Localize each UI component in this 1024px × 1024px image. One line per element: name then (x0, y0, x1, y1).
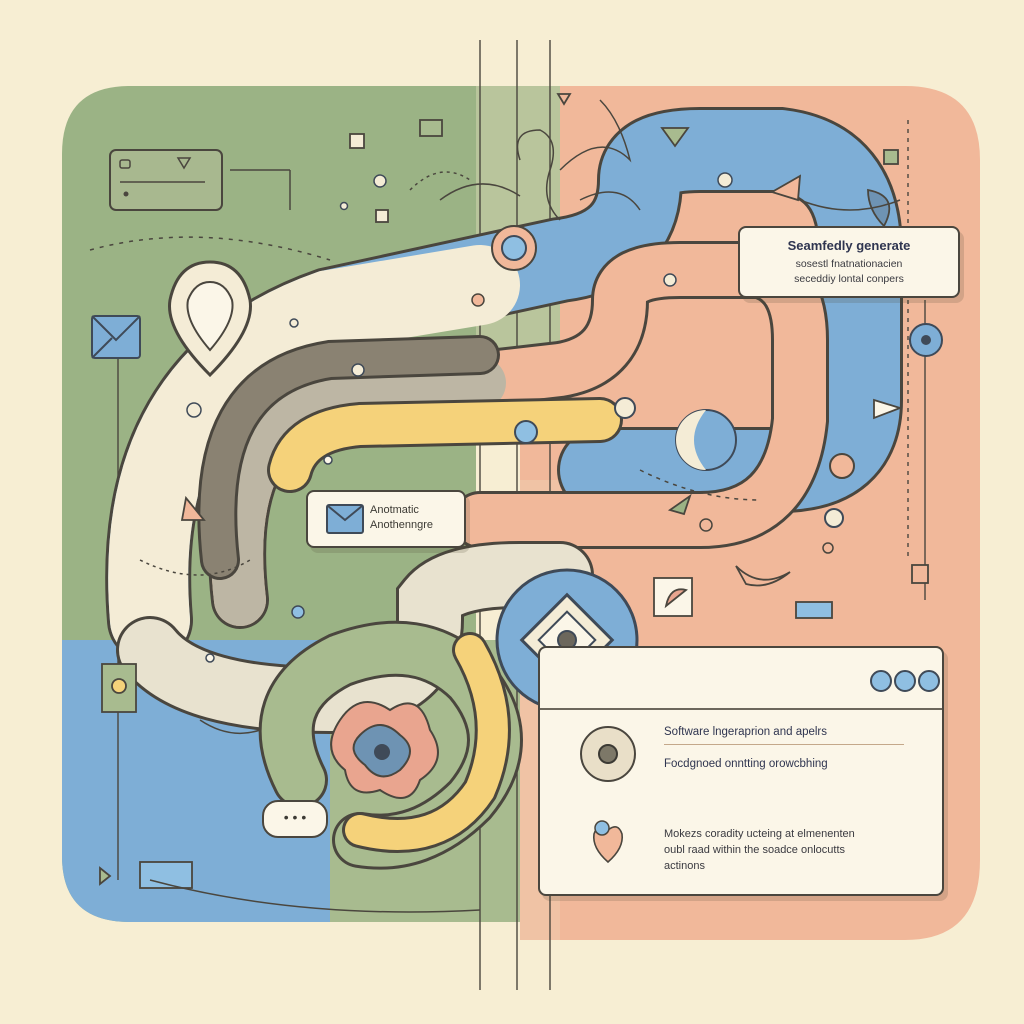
callout-generate-line2: seceddiy lontal conpers (794, 273, 904, 285)
callout-automatic-line2: Anothenngre (370, 519, 433, 531)
panel-line4: oubl raad within the soadce onlocutts (664, 844, 846, 856)
panel-divider (664, 744, 904, 745)
callout-automatic: Anotmatic Anothenngre (306, 490, 466, 548)
chat-bubble[interactable]: • • • (262, 800, 328, 838)
connector-nodes (186, 172, 943, 663)
window-titlebar (540, 648, 942, 710)
panel-line2: Focdgnoed onntting orowcbhing (664, 758, 828, 770)
flower-icon (330, 701, 439, 799)
panel-line1: Software lngeraprion and apelrs (664, 726, 828, 738)
panel-line3: Mokezs coradity ucteing at elmenenten (664, 828, 855, 840)
callout-automatic-line1: Anotmatic (370, 504, 419, 516)
info-window: Software lngeraprion and apelrs Focdgnoe… (538, 646, 944, 896)
mail-icon (91, 315, 141, 359)
decor-shapes (99, 93, 929, 889)
window-dot-3[interactable] (918, 670, 940, 692)
envelope-icon (326, 504, 364, 534)
moon-icon (675, 409, 737, 471)
window-dot-2[interactable] (894, 670, 916, 692)
vine-lines (89, 99, 901, 913)
location-pin-icon (168, 260, 252, 378)
toolbar-card (109, 149, 223, 211)
window-dot-1[interactable] (870, 670, 892, 692)
callout-generate-title: Seamfedly generate (787, 238, 911, 253)
panel-line5: actinons (664, 860, 705, 872)
record-icon (580, 726, 636, 782)
callout-generate-line1: sosestl fnatnationacien (795, 258, 903, 270)
hearts-icon (592, 820, 624, 864)
callout-generate: Seamfedly generate sosestl fnatnationaci… (738, 226, 960, 298)
